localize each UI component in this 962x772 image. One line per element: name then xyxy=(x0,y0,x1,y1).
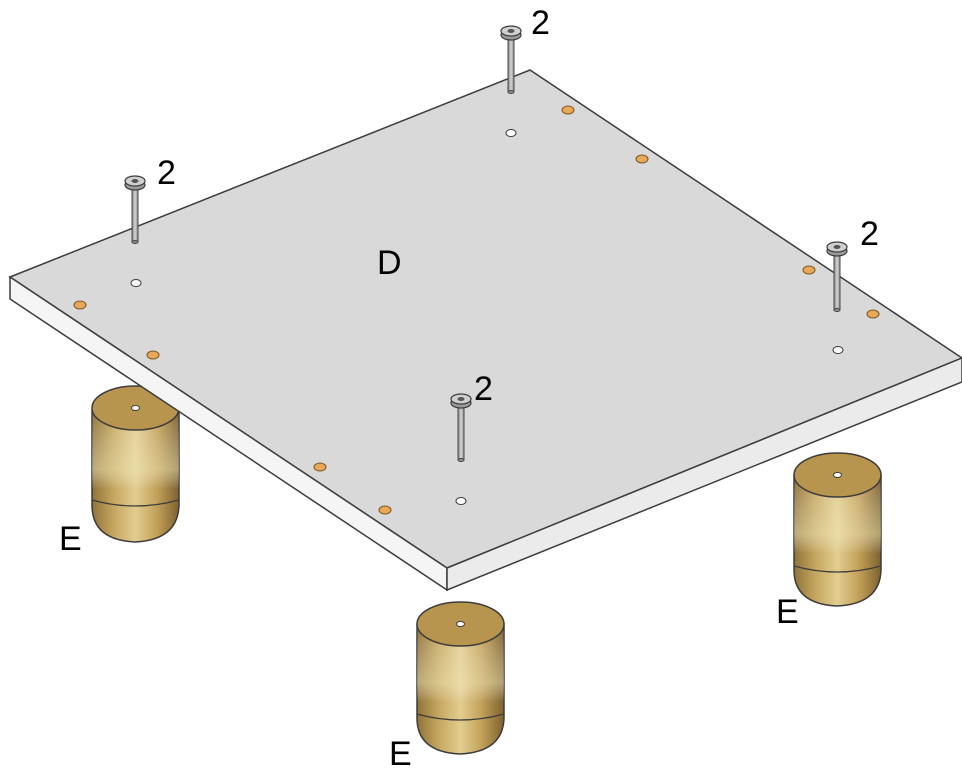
screw-front xyxy=(450,393,472,462)
foot-front xyxy=(416,601,505,755)
label-screw-front: 2 xyxy=(474,370,493,408)
foot-back-left xyxy=(91,385,180,543)
label-foot-front: E xyxy=(389,735,412,772)
panel-d xyxy=(8,69,962,592)
label-screw-right: 2 xyxy=(860,215,879,253)
label-panel-d: D xyxy=(377,244,402,282)
screw-left xyxy=(124,175,146,244)
label-foot-right: E xyxy=(776,593,799,631)
screw-right xyxy=(826,241,848,312)
foot-right xyxy=(793,452,882,607)
threaded-inserts xyxy=(73,105,880,515)
label-screw-top: 2 xyxy=(531,4,550,42)
label-foot-left: E xyxy=(59,520,82,558)
label-screw-left: 2 xyxy=(157,154,176,192)
screw-holes xyxy=(130,129,844,505)
screw-top xyxy=(500,25,522,94)
